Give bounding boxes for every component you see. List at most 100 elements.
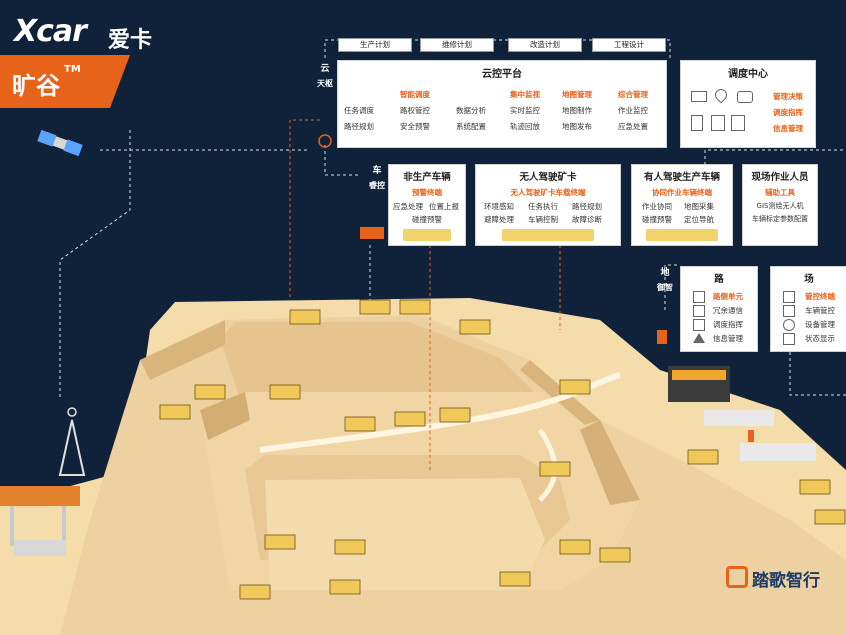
bench-wall [140, 320, 225, 380]
cloud-col-header: 集中监视 [510, 90, 540, 99]
connector [704, 149, 846, 165]
connector [789, 352, 846, 396]
map-pin-icon [712, 86, 730, 104]
vehicle-card-sub: 辅助工具 [765, 188, 795, 197]
vehicle-item: 作业协同 [642, 202, 672, 211]
vehicle-item: 碰撞预警 [412, 215, 442, 224]
ground-item: 冗余通信 [713, 306, 743, 315]
cloud-item: 路权管控 [400, 106, 430, 115]
vehicle-item: 避障处理 [484, 215, 514, 224]
cloud-item: 数据分析 [456, 106, 486, 115]
vehicle-thumb-icon [403, 229, 451, 241]
cloud-item: 作业监控 [618, 106, 648, 115]
cloud-item: 实时监控 [510, 106, 540, 115]
mining-truck [289, 309, 321, 325]
cloud-item: 任务调度 [344, 106, 374, 115]
ground-item: 状态显示 [805, 334, 835, 343]
warning-icon [693, 333, 705, 343]
loading-hopper [14, 540, 66, 556]
mining-truck [499, 571, 531, 587]
layer-cloud-sub: 天枢 [317, 79, 333, 88]
loading-station-post [10, 506, 14, 546]
mining-truck [329, 579, 361, 595]
vehicle-item: GIS测绘无人机 [756, 202, 804, 210]
road-sign-icon [693, 291, 705, 303]
layer-ground-sub: 御智 [657, 283, 673, 292]
connector [324, 145, 360, 176]
ground-item: 信息管理 [713, 334, 743, 343]
mining-truck [559, 379, 591, 395]
dispatch-icons [689, 86, 759, 135]
cloud-item: 应急处置 [618, 122, 648, 131]
watermark-text: 踏歌智行 [752, 571, 820, 591]
ground-card-sub: 管控终端 [805, 292, 835, 301]
brand-logo-tm: TM [64, 64, 81, 75]
mining-truck [539, 461, 571, 477]
trucks [159, 299, 846, 600]
compass-icon [318, 134, 332, 148]
ground-card-field: 场 管控终端 车辆管控 设备管理 状态显示 [770, 266, 846, 352]
vehicle-card-title: 现场作业人员 [751, 172, 809, 183]
ground-item: 车辆管控 [805, 306, 835, 315]
vehicle-item: 位置上报 [429, 202, 459, 211]
connector [59, 130, 131, 400]
control-building-lights [672, 370, 726, 380]
mining-truck [264, 534, 296, 550]
status-icon [783, 333, 795, 345]
layer-ground-char: 地 [660, 268, 670, 278]
cloud-item: 路径规划 [344, 122, 374, 131]
brand-logo-main: Xcar [14, 14, 87, 49]
vehicle-item: 应急处理 [393, 202, 423, 211]
mine-pit-floor [265, 478, 545, 590]
ground-card-title: 场 [804, 274, 814, 285]
mining-truck [814, 509, 846, 525]
mining-truck [344, 416, 376, 432]
ground-card-road: 路 路侧单元 冗余通信 调度指挥 信息管理 [680, 266, 758, 352]
plan-engineering: 工程设计 [592, 38, 666, 52]
mining-truck [399, 299, 431, 315]
vehicle-item: 任务执行 [528, 202, 558, 211]
connector-lines-light [59, 39, 846, 400]
cloud-item: 安全预警 [400, 122, 430, 131]
cloud-col-header: 智能调度 [400, 90, 430, 99]
vehicle-layer-truck-icon [360, 227, 384, 239]
mining-truck [559, 539, 591, 555]
ground-card-title: 路 [714, 274, 724, 285]
monitor-icon [691, 91, 707, 102]
plan-production: 生产计划 [338, 38, 412, 52]
connector [664, 264, 680, 310]
gas-station-canopy [704, 410, 774, 426]
plan-maintenance: 维修计划 [420, 38, 494, 52]
watermark-logo-icon [726, 566, 748, 588]
bench-wall [580, 420, 640, 505]
gas-station-sign [748, 430, 754, 442]
layer-vehicle-char: 车 [372, 166, 382, 176]
connector-lines [289, 119, 561, 470]
cloud-item: 轨迹回放 [510, 122, 540, 131]
brand-logo-suffix: 爱卡 [108, 28, 153, 53]
loading-station-roof [0, 486, 80, 506]
dispatch-item: 调度指挥 [773, 108, 803, 117]
vehicle-thumb-icon [646, 229, 718, 241]
cloud-item: 系统配置 [456, 122, 486, 131]
ground-layer-tower-icon [657, 330, 667, 344]
comm-tower-antenna [67, 407, 77, 417]
gas-station-canopy-b [740, 443, 816, 461]
cloud-item: 地图制作 [562, 106, 592, 115]
mining-truck [599, 547, 631, 563]
layer-cloud-char: 云 [320, 64, 330, 74]
vehicle-item: 故障诊断 [572, 215, 602, 224]
mining-truck [239, 584, 271, 600]
dispatch-item: 管理决策 [773, 92, 803, 101]
brand-banner [0, 55, 130, 108]
vehicle-card-sub: 协同作业车辆终端 [652, 188, 712, 197]
cloud-platform-title: 云控平台 [482, 69, 522, 80]
cloud-item: 地图发布 [562, 122, 592, 131]
vehicle-thumb-icon [502, 229, 594, 241]
comm-tower [58, 419, 86, 476]
vehicle-item: 环境感知 [484, 202, 514, 211]
network-icon [737, 91, 753, 103]
dispatch-item: 信息管理 [773, 124, 803, 133]
satellite-icon [37, 129, 83, 157]
